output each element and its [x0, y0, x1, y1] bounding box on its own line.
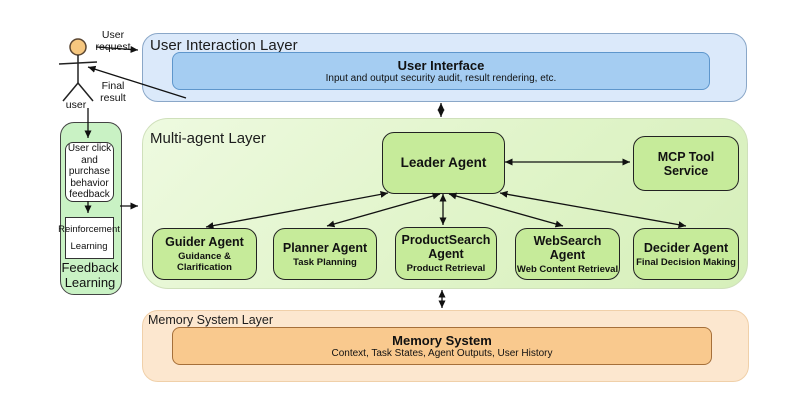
user-request-label: User request [95, 29, 131, 53]
mcp-tool-service-label: MCP Tool Service [657, 149, 715, 178]
websearch-agent-subtitle: Web Content Retrieval [516, 263, 619, 275]
websearch-agent-node: WebSearch Agent Web Content Retrieval [515, 228, 620, 280]
productsearch-agent-subtitle: Product Retrieval [406, 263, 486, 274]
user-interaction-layer-title: User Interaction Layer [150, 37, 298, 54]
memory-system-title: Memory System [392, 332, 492, 348]
behavior-feedback-box: User click and purchase behavior feedbac… [65, 142, 114, 202]
feedback-learning-title: Feedback Learning [61, 260, 119, 290]
decider-agent-label: Decider Agent [643, 240, 729, 255]
planner-agent-subtitle: Task Planning [293, 256, 357, 268]
user-interface-subtitle: Input and output security audit, result … [325, 72, 557, 84]
user-interface-box: User Interface Input and output security… [172, 52, 710, 90]
memory-system-subtitle: Context, Task States, Agent Outputs, Use… [331, 347, 553, 359]
guider-agent-label: Guider Agent [165, 235, 244, 249]
leader-agent-label: Leader Agent [400, 155, 487, 170]
planner-agent-label: Planner Agent [282, 240, 368, 255]
guider-agent-node: Guider Agent Guidance & Clarification [152, 228, 257, 280]
final-result-label: Final result [100, 80, 126, 104]
actor-arms [58, 61, 98, 65]
guider-agent-subtitle: Guidance & Clarification [177, 251, 232, 273]
decider-agent-node: Decider Agent Final Decision Making [633, 228, 739, 280]
reinforcement-learning-label: Reinforcement Learning [58, 224, 120, 252]
reinforcement-learning-box [65, 217, 114, 259]
websearch-agent-label: WebSearch Agent [533, 233, 602, 262]
productsearch-agent-node: ProductSearch Agent Product Retrieval [395, 227, 497, 280]
productsearch-agent-label: ProductSearch Agent [401, 233, 491, 261]
memory-system-layer-title: Memory System Layer [148, 313, 274, 327]
user-label: user [65, 99, 87, 111]
planner-agent-node: Planner Agent Task Planning [273, 228, 377, 280]
actor-head [69, 38, 87, 56]
multi-agent-layer-title: Multi-agent Layer [150, 130, 266, 147]
user-interface-title: User Interface [397, 57, 485, 73]
mcp-tool-service-node: MCP Tool Service [633, 136, 739, 191]
memory-system-box: Memory System Context, Task States, Agen… [172, 327, 712, 365]
leader-agent-node: Leader Agent [382, 132, 505, 194]
decider-agent-subtitle: Final Decision Making [636, 256, 736, 268]
